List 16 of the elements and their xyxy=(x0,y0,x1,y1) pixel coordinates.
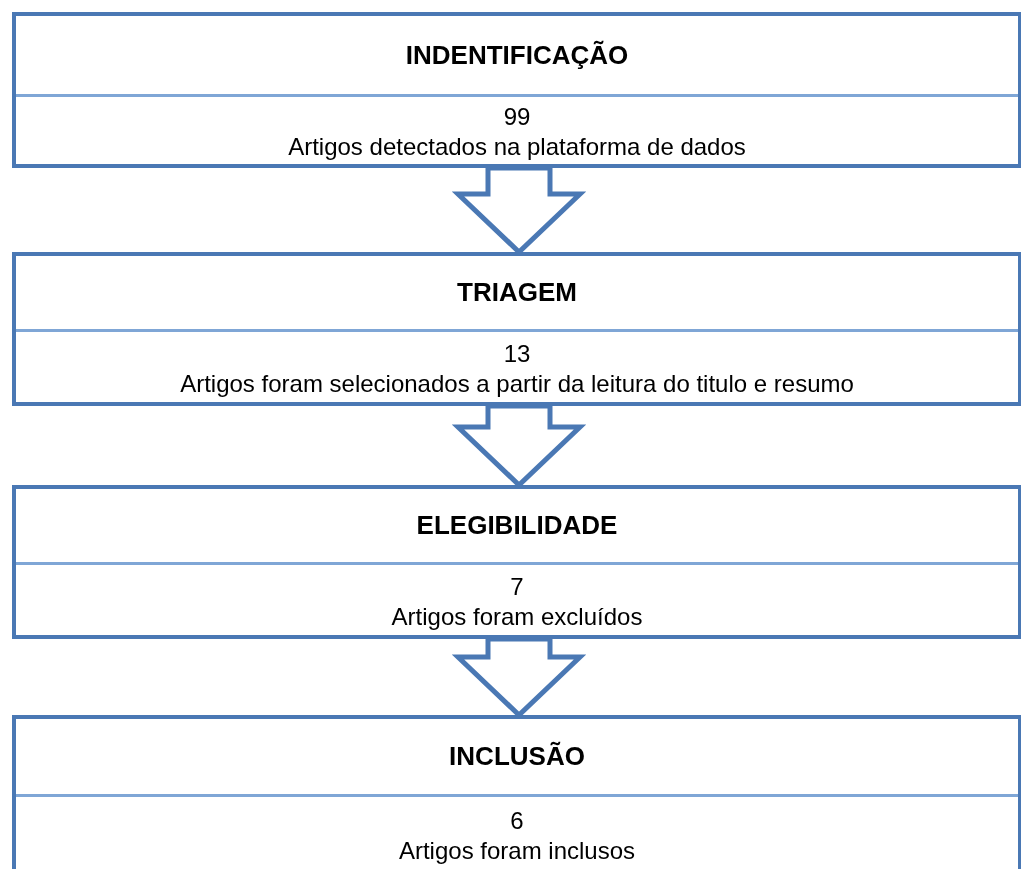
stage-heading: ELEGIBILIDADE xyxy=(416,510,618,541)
article-count: 7 xyxy=(510,571,524,602)
article-count: 99 xyxy=(503,102,531,132)
stage-box xyxy=(12,485,1021,639)
stage-box xyxy=(12,252,1021,406)
stage-description: Artigos foram inclusos xyxy=(398,835,636,866)
stage-box xyxy=(12,12,1021,168)
stage-description: Artigos detectados na plataforma de dados xyxy=(288,132,746,162)
article-count: 6 xyxy=(510,805,524,836)
article-count: 13 xyxy=(503,338,531,369)
stage-heading: INCLUSÃO xyxy=(449,741,585,772)
stage-box xyxy=(12,715,1021,869)
stage-heading: TRIAGEM xyxy=(457,277,577,308)
stage-heading: INDENTIFICAÇÃO xyxy=(405,39,629,71)
stage-description: Artigos foram excluídos xyxy=(391,601,643,632)
stage-description: Artigos foram selecionados a partir da leitura do titulo e resumo xyxy=(180,368,854,399)
